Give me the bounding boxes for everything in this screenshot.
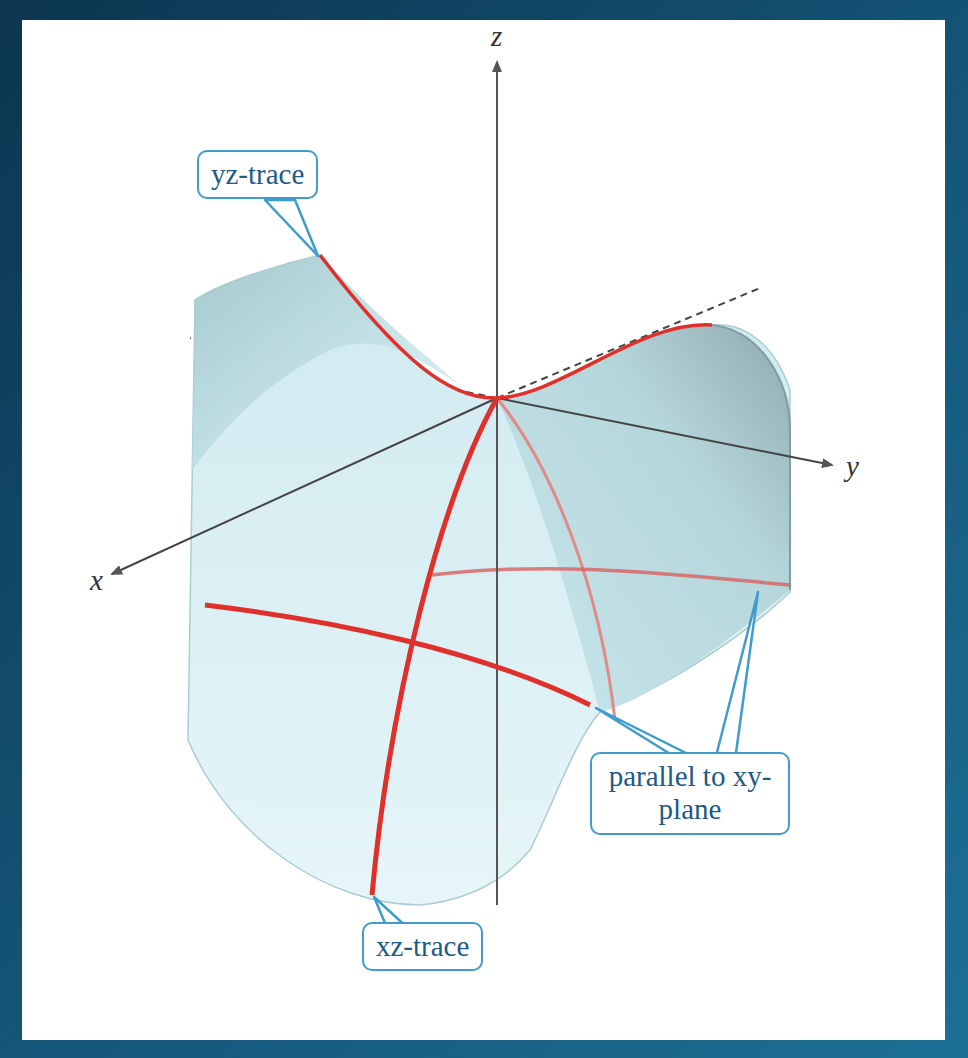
- callout-box: parallel to xy-plane: [590, 752, 790, 835]
- callout-text: yz-trace: [211, 158, 304, 191]
- callout-text: parallel to xy-plane: [604, 760, 776, 827]
- axis-label: x: [90, 566, 103, 595]
- callout-box: yz-trace: [197, 150, 318, 199]
- callout-box: xz-trace: [362, 922, 483, 971]
- axis-label: y: [846, 452, 859, 481]
- callout-text: xz-trace: [376, 930, 469, 963]
- axis-label: z: [491, 22, 502, 51]
